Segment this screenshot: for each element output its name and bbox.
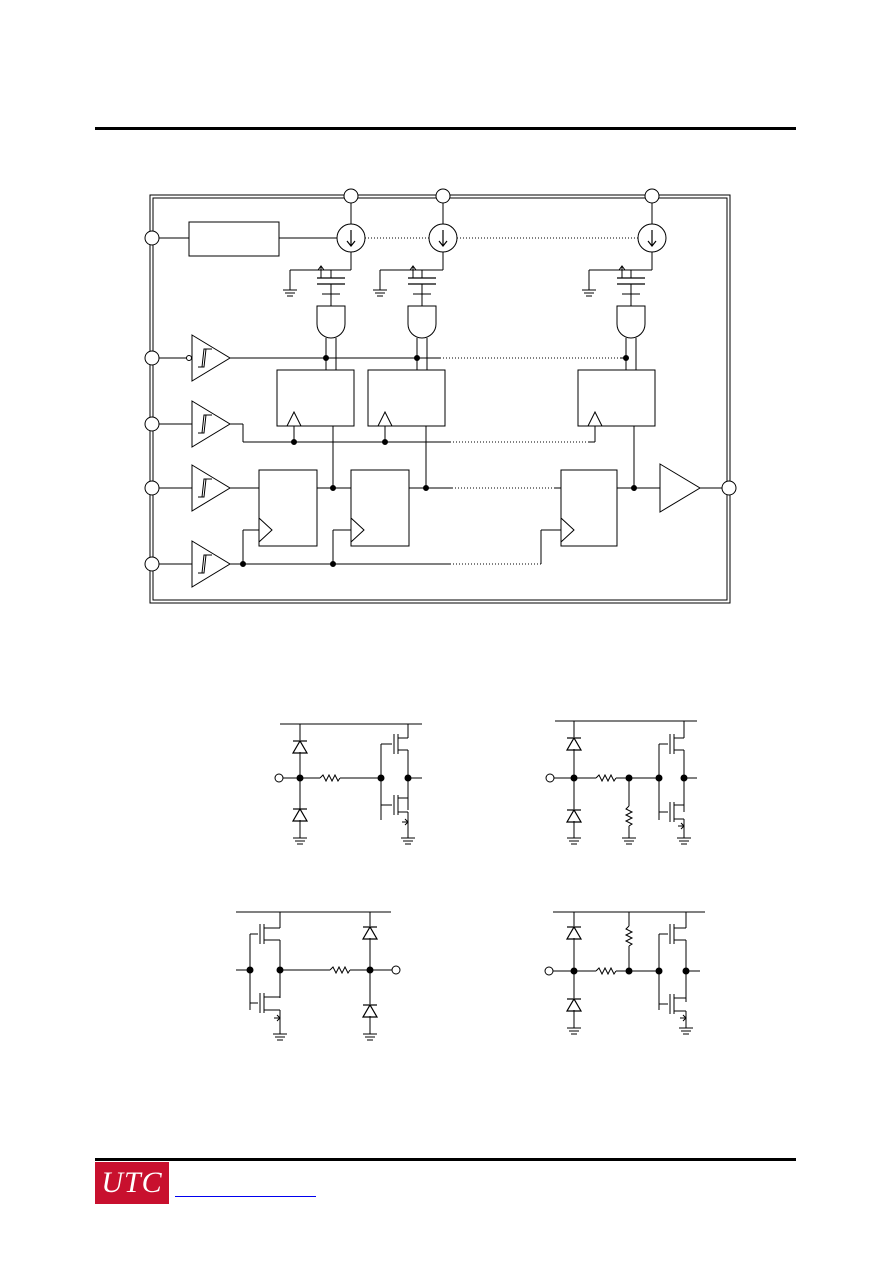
reference-block: [188, 221, 280, 257]
pin-left-4: [144, 480, 160, 496]
block-diagram: [144, 188, 737, 604]
pin-left-5: [144, 556, 160, 572]
logo-text: UTC: [101, 1166, 163, 1199]
pin-left-2: [144, 350, 160, 366]
footer-divider: [95, 1158, 796, 1161]
pin-top-2: [435, 188, 451, 204]
io-circuit-3: [236, 911, 401, 1041]
pin-top-3: [644, 188, 660, 204]
io-circuit-4: [544, 911, 705, 1035]
pin-left-1: [144, 230, 160, 246]
pin-left-3: [144, 416, 160, 432]
utc-logo: UTC: [95, 1162, 169, 1204]
io-circuit-2: [545, 720, 697, 845]
header-divider: [95, 127, 796, 130]
pin-top-1: [343, 188, 359, 204]
footer-website-link[interactable]: [175, 1196, 316, 1197]
pin-right-output: [721, 480, 737, 496]
io-circuit-1: [274, 723, 422, 845]
